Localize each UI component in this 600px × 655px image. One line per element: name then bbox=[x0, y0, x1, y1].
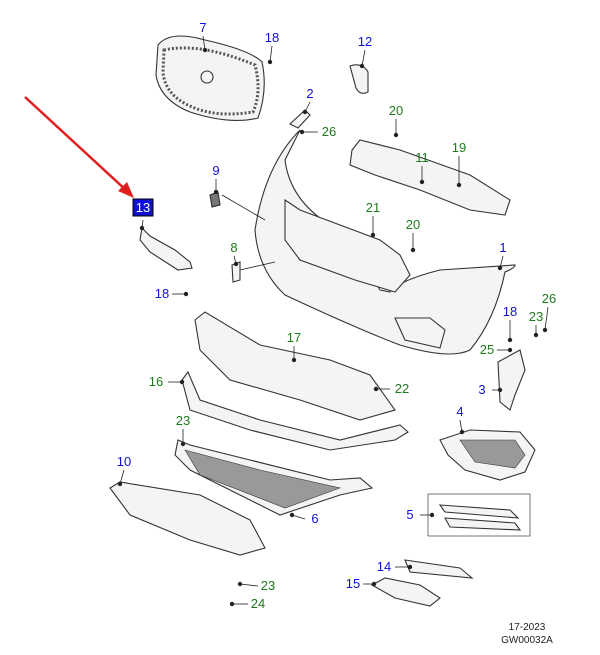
fastener-icon bbox=[371, 581, 377, 587]
part-5-trim-strips bbox=[427, 493, 531, 537]
fastener-icon bbox=[393, 132, 399, 138]
part-bumper bbox=[221, 129, 516, 355]
callout-label-7: 7 bbox=[199, 20, 206, 35]
part-10-lower-cover bbox=[109, 481, 266, 556]
fastener-icon bbox=[497, 265, 503, 271]
callout-label-26: 26 bbox=[322, 124, 336, 139]
callout-leader bbox=[361, 49, 366, 67]
pointer-arrow bbox=[24, 96, 134, 198]
callout-leader bbox=[239, 583, 259, 587]
callout-label-6: 6 bbox=[311, 511, 318, 526]
part-grille bbox=[155, 35, 265, 121]
fastener-icon bbox=[183, 291, 189, 297]
callout-label-18: 18 bbox=[503, 304, 517, 319]
fastener-icon bbox=[370, 232, 376, 238]
callout-label-21: 21 bbox=[366, 200, 380, 215]
fastener-icon bbox=[459, 429, 465, 435]
callout-label-16: 16 bbox=[149, 374, 163, 389]
callout-leader bbox=[119, 469, 125, 485]
callout-label-2: 2 bbox=[306, 86, 313, 101]
fastener-icon bbox=[180, 441, 186, 447]
fastener-icon bbox=[407, 564, 413, 570]
part-9 bbox=[209, 191, 221, 208]
part-upper-carrier bbox=[349, 139, 511, 216]
part-14 bbox=[404, 559, 474, 579]
callout-label-10: 10 bbox=[117, 454, 131, 469]
part-17-undertray bbox=[194, 311, 396, 421]
part-3-bracket bbox=[497, 349, 526, 411]
callout-label-23: 23 bbox=[261, 578, 275, 593]
part-12 bbox=[349, 64, 369, 94]
fastener-icon bbox=[267, 59, 273, 65]
callout-label-24: 24 bbox=[251, 596, 265, 611]
fastener-icon bbox=[359, 63, 365, 69]
fastener-icon bbox=[299, 129, 305, 135]
callout-label-26: 26 bbox=[542, 291, 556, 306]
callout-label-18: 18 bbox=[265, 30, 279, 45]
part-13-bracket bbox=[139, 226, 193, 271]
callout-label-17: 17 bbox=[287, 330, 301, 345]
callout-label-18: 18 bbox=[155, 286, 169, 301]
fastener-icon bbox=[179, 379, 185, 385]
fastener-icon bbox=[373, 386, 379, 392]
fastener-icon bbox=[302, 109, 308, 115]
callout-label-25: 25 bbox=[480, 342, 494, 357]
fastener-icon bbox=[233, 261, 239, 267]
callout-label-11: 11 bbox=[415, 150, 429, 165]
fastener-icon bbox=[497, 387, 503, 393]
fastener-icon bbox=[419, 179, 425, 185]
callout-label-1: 1 bbox=[499, 240, 506, 255]
callout-label-15: 15 bbox=[346, 576, 360, 591]
fastener-icon bbox=[410, 247, 416, 253]
fastener-icon bbox=[289, 512, 295, 518]
fastener-icon bbox=[456, 182, 462, 188]
callout-leader bbox=[291, 514, 306, 520]
callout-label-23: 23 bbox=[176, 413, 190, 428]
callout-label-13: 13 bbox=[136, 200, 150, 215]
fastener-icon bbox=[202, 47, 208, 53]
callout-label-20: 20 bbox=[406, 217, 420, 232]
callout-leader bbox=[269, 45, 273, 63]
date-code: 17-2023 bbox=[508, 622, 546, 633]
fastener-icon bbox=[291, 357, 297, 363]
callout-label-23: 23 bbox=[529, 309, 543, 324]
highlight-box bbox=[132, 198, 154, 217]
fastener-icon bbox=[429, 512, 435, 518]
callout-label-5: 5 bbox=[406, 507, 413, 522]
callout-label-9: 9 bbox=[212, 163, 219, 178]
fastener-icon bbox=[139, 225, 145, 231]
callout-leader bbox=[202, 35, 206, 51]
part-2 bbox=[289, 109, 311, 129]
fastener-icon bbox=[507, 347, 513, 353]
callout-label-20: 20 bbox=[389, 103, 403, 118]
callout-leader bbox=[544, 306, 549, 331]
fastener-icon bbox=[237, 581, 243, 587]
callout-label-14: 14 bbox=[377, 559, 391, 574]
fastener-icon bbox=[533, 332, 539, 338]
fastener-icon bbox=[507, 337, 513, 343]
callout-label-22: 22 bbox=[395, 381, 409, 396]
fastener-icon bbox=[117, 481, 123, 487]
callout-label-8: 8 bbox=[230, 240, 237, 255]
callout-label-12: 12 bbox=[358, 34, 372, 49]
part-15 bbox=[370, 577, 441, 607]
fastener-icon bbox=[229, 601, 235, 607]
callout-label-3: 3 bbox=[478, 382, 485, 397]
callout-label-4: 4 bbox=[456, 404, 463, 419]
fastener-icon bbox=[213, 189, 219, 195]
fastener-icon bbox=[542, 327, 548, 333]
figure-id: GW00032A bbox=[501, 635, 553, 646]
callout-label-19: 19 bbox=[452, 140, 466, 155]
part-16-lip bbox=[181, 370, 409, 451]
